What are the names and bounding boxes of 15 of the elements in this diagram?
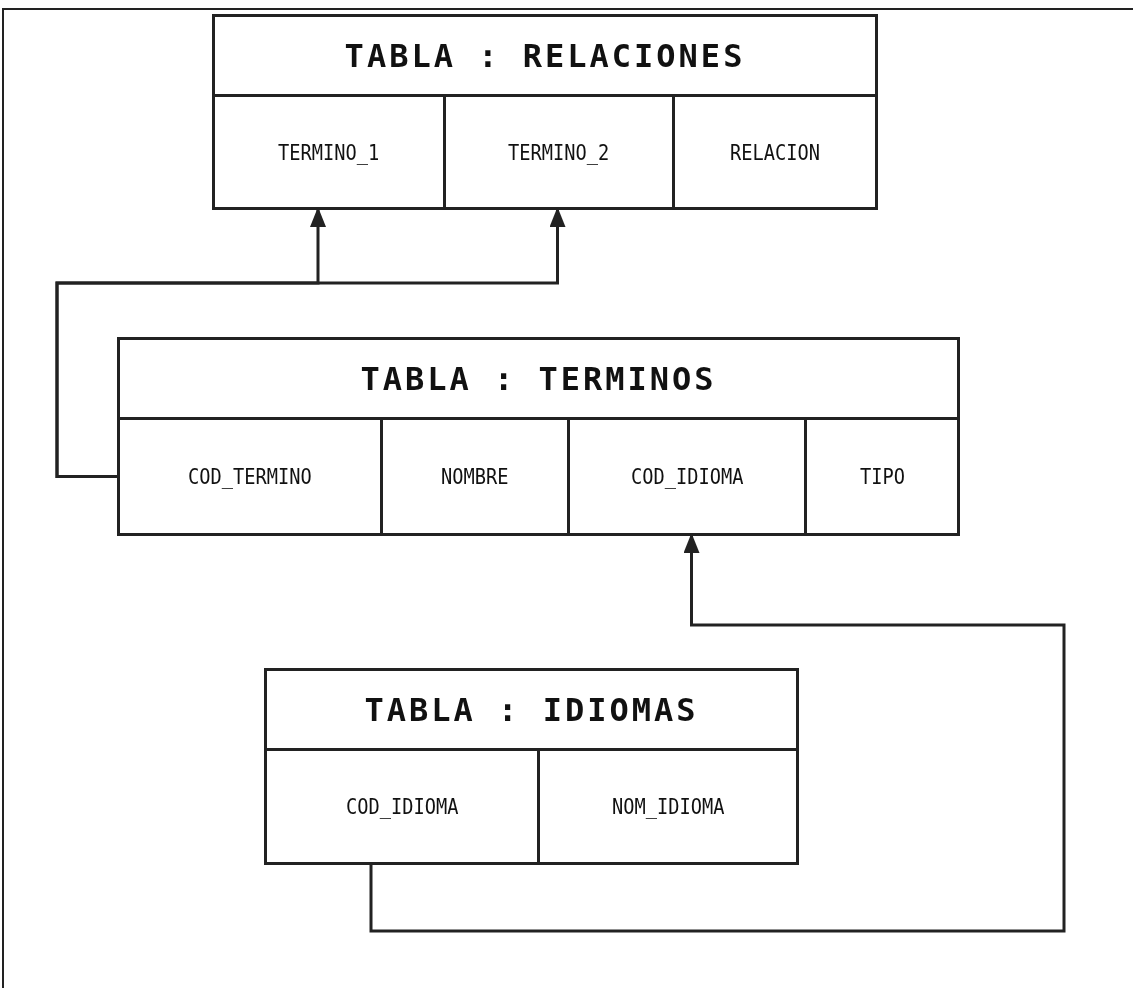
field-name: NOMBRE	[441, 464, 509, 489]
field-name: COD_IDIOMA	[630, 464, 744, 489]
field-name: COD_TERMINO	[188, 464, 312, 489]
field-name: RELACION	[729, 139, 821, 165]
field-name: TERMINO_2	[508, 139, 610, 165]
table-box	[212, 14, 878, 210]
field-name: COD_IDIOMA	[345, 794, 459, 819]
table-title: TABLA : RELACIONES	[344, 36, 746, 75]
field-name: NOM_IDIOMA	[611, 794, 725, 819]
field-name: TIPO	[859, 464, 905, 489]
table-box	[117, 337, 960, 536]
table-title: TABLA : IDIOMAS	[364, 690, 699, 729]
table-title: TABLA : TERMINOS	[360, 359, 717, 398]
table-box	[264, 668, 799, 865]
field-name: TERMINO_1	[278, 139, 380, 165]
